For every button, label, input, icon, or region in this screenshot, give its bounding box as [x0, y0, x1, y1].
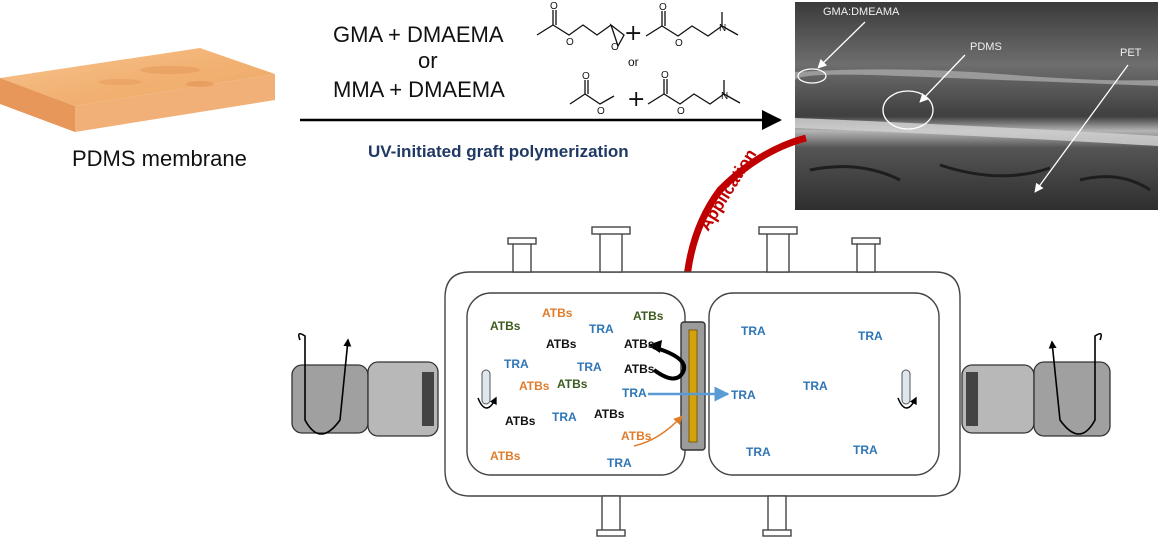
structure-or: or — [628, 55, 639, 69]
reaction-line-1: GMA + DMAEMA — [333, 22, 504, 47]
ester-o-glyph-3: O — [597, 106, 605, 117]
mma-structure-icon — [569, 80, 615, 105]
process-label: UV-initiated graft polymerization — [368, 142, 629, 161]
left-chamber-atbs-label: ATBs — [621, 429, 652, 443]
left-chamber-tra-label: TRA — [552, 410, 577, 424]
reaction-or: or — [418, 48, 438, 73]
left-chamber-tra-label: TRA — [577, 360, 602, 374]
left-chamber-atbs-label: ATBs — [542, 306, 573, 320]
left-chamber-atbs-label: ATBs — [557, 377, 588, 391]
ester-o-glyph-2: O — [675, 38, 683, 49]
pdms-membrane-image — [0, 48, 275, 132]
dmaema-structure-icon-1 — [645, 11, 739, 37]
gma-structure-icon — [536, 10, 625, 48]
sem-label-pet: PET — [1120, 47, 1142, 59]
membrane-label: PDMS membrane — [72, 146, 247, 171]
left-stir-bar-icon — [477, 369, 497, 409]
left-chamber-atbs-label: ATBs — [546, 337, 577, 351]
left-chamber-tra-label: TRA — [504, 357, 529, 371]
left-chamber-atbs-label: ATBs — [505, 414, 536, 428]
right-chamber-tra-label: TRA — [741, 324, 766, 338]
left-chamber-tra-label: TRA — [607, 456, 632, 470]
amine-n-glyph-2: N — [721, 91, 728, 102]
left-chamber-atbs-label: ATBs — [594, 407, 625, 421]
left-chamber-atbs-label: ATBs — [624, 337, 655, 351]
carbonyl-o-glyph-4: O — [661, 70, 669, 81]
sem-micrograph: GMA:DMEAMA PDMS PET — [795, 2, 1158, 210]
left-chamber-atbs-label: ATBs — [490, 449, 521, 463]
ester-o-glyph-4: O — [677, 106, 685, 117]
amine-n-glyph-1: N — [719, 23, 726, 34]
epoxide-o-glyph: O — [611, 42, 619, 53]
left-chamber-tra-label: TRA — [589, 322, 614, 336]
sem-label-pdms: PDMS — [970, 41, 1002, 53]
carbonyl-o-glyph-1: O — [550, 1, 558, 12]
plus-glyph-1: + — [624, 21, 642, 46]
application-arrow — [682, 134, 807, 289]
right-chamber-tra-label: TRA — [746, 445, 771, 459]
carbonyl-o-glyph-3: O — [582, 71, 590, 82]
rejection-arrowhead-icon — [648, 340, 662, 353]
membrane-sample — [688, 329, 698, 443]
dmaema-structure-icon-2 — [647, 79, 741, 105]
carbonyl-o-glyph-2: O — [659, 2, 667, 13]
right-chamber-tra-label: TRA — [858, 329, 883, 343]
ester-o-glyph-1: O — [566, 37, 574, 48]
left-chamber-atbs-label: ATBs — [633, 309, 664, 323]
sem-label-coating: GMA:DMEAMA — [823, 6, 900, 18]
left-chamber-atbs-label: ATBs — [519, 379, 550, 393]
left-stirrer-motor — [291, 332, 439, 437]
reaction-line-2: MMA + DMAEMA — [333, 77, 505, 102]
left-chamber-atbs-label: ATBs — [624, 362, 655, 376]
right-stir-bar-icon — [897, 369, 917, 409]
plus-glyph-2: + — [627, 87, 645, 112]
right-chamber-labels: TRA TRA TRA TRA TRA TRA — [731, 324, 883, 459]
right-chamber-tra-label: TRA — [803, 379, 828, 393]
right-chamber-tra-label: TRA — [731, 388, 756, 402]
application-label: Application — [695, 146, 760, 235]
right-chamber-tra-label: TRA — [853, 443, 878, 457]
adsorption-arrow — [633, 415, 683, 447]
left-chamber-atbs-label: ATBs — [490, 319, 521, 333]
left-chamber-tra-label: TRA — [622, 386, 647, 400]
rejection-arrow — [652, 345, 687, 381]
right-stirrer-motor — [961, 332, 1111, 437]
